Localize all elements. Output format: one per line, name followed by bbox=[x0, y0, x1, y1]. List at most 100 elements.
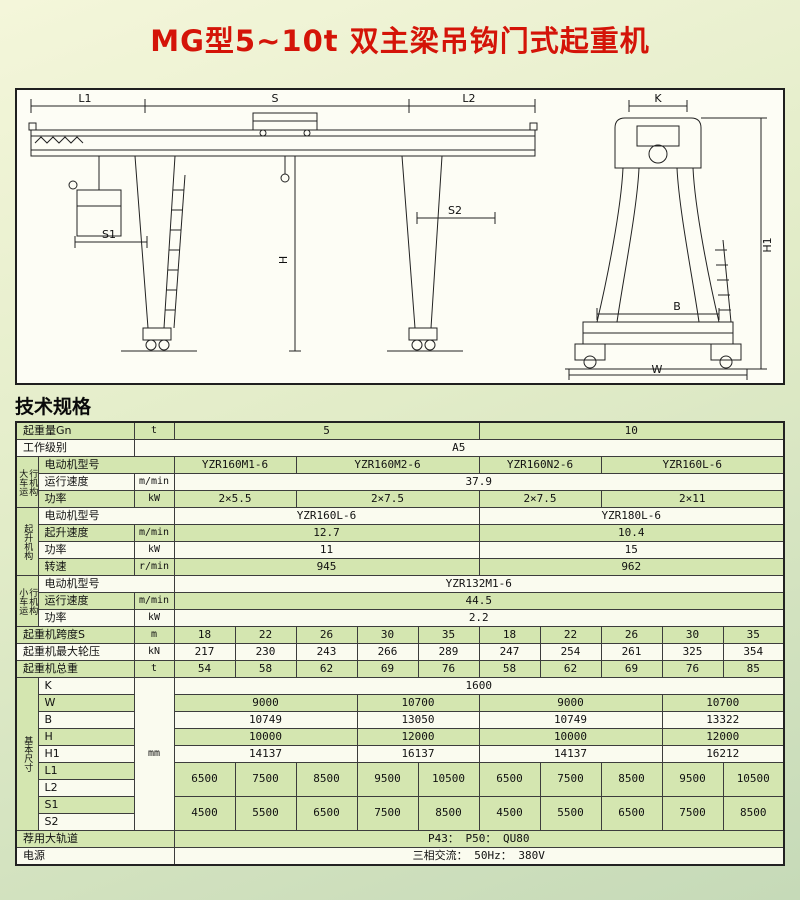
value-cell: 69 bbox=[600, 660, 663, 678]
crane-drawings: L1 S L2 S1 S2 H K B W H1 bbox=[28, 92, 774, 380]
value-cell: 85 bbox=[722, 660, 785, 678]
section-heading: 技术规格 bbox=[15, 396, 92, 418]
value-cell: 18 bbox=[173, 626, 236, 644]
table-row: L2 bbox=[16, 779, 784, 797]
table-row: S2 bbox=[16, 813, 784, 831]
value-cell: 10749 bbox=[478, 711, 663, 729]
value-cell: 2×11 bbox=[600, 490, 785, 508]
dim-label-k: K bbox=[654, 92, 662, 105]
table-row: 电源三相交流： 50Hz： 380V bbox=[15, 847, 785, 866]
unit-label: kN bbox=[133, 643, 175, 661]
value-cell: 10700 bbox=[356, 694, 480, 712]
value-cell: 4500 bbox=[478, 796, 541, 831]
unit-label: kW bbox=[133, 490, 175, 508]
value-cell: 254 bbox=[539, 643, 602, 661]
value-cell: 12.7 bbox=[173, 524, 480, 542]
value-cell: 2.2 bbox=[173, 609, 785, 627]
row-label: 起升速度 bbox=[37, 524, 135, 542]
value-cell: 9500 bbox=[356, 762, 419, 797]
row-label: K bbox=[37, 677, 135, 695]
value-cell: YZR160L-6 bbox=[173, 507, 480, 525]
value-cell: YZR160M1-6 bbox=[173, 456, 297, 474]
value-cell: 5500 bbox=[234, 796, 297, 831]
value-cell: 945 bbox=[173, 558, 480, 576]
row-label: 电动机型号 bbox=[37, 575, 175, 593]
value-cell: 62 bbox=[539, 660, 602, 678]
value-cell: 354 bbox=[722, 643, 785, 661]
value-cell: 58 bbox=[234, 660, 297, 678]
value-cell: 10 bbox=[478, 421, 785, 440]
group-label: 小车运 行机构 bbox=[15, 575, 39, 627]
value-cell: 13322 bbox=[661, 711, 785, 729]
unit-label: r/min bbox=[133, 558, 175, 576]
page-title: MG型5~10t 双主梁吊钩门式起重机 bbox=[150, 24, 650, 58]
group-label: 基本尺寸 bbox=[15, 677, 39, 831]
value-cell: 9000 bbox=[173, 694, 358, 712]
row-label: 起重机总重 bbox=[15, 660, 135, 678]
value-cell: 2×5.5 bbox=[173, 490, 297, 508]
value-cell: 6500 bbox=[295, 796, 358, 831]
value-cell: 1600 bbox=[173, 677, 785, 695]
value-cell: 7500 bbox=[539, 762, 602, 797]
value-cell: YZR160N2-6 bbox=[478, 456, 602, 474]
unit-label: m/min bbox=[133, 592, 175, 610]
value-cell: 6500 bbox=[478, 762, 541, 797]
value-cell: 2×7.5 bbox=[295, 490, 480, 508]
value-cell: 26 bbox=[295, 626, 358, 644]
value-cell: 10700 bbox=[661, 694, 785, 712]
value-cell: 30 bbox=[356, 626, 419, 644]
value-cell: 10500 bbox=[417, 762, 480, 797]
value-cell: 16137 bbox=[356, 745, 480, 763]
technical-drawing-panel: L1 S L2 S1 S2 H K B W H1 bbox=[15, 88, 785, 385]
value-cell: 13050 bbox=[356, 711, 480, 729]
unit-label: mm bbox=[133, 677, 175, 831]
dim-label-w: W bbox=[652, 363, 663, 376]
row-label: S2 bbox=[37, 813, 135, 831]
value-cell: 8500 bbox=[722, 796, 785, 831]
dim-label-s1: S1 bbox=[102, 228, 116, 241]
value-cell: 58 bbox=[478, 660, 541, 678]
row-label: H bbox=[37, 728, 135, 746]
dim-label-h1: H1 bbox=[761, 237, 774, 252]
dim-label-s: S bbox=[272, 92, 279, 105]
value-cell: 289 bbox=[417, 643, 480, 661]
group-label: 起升机构 bbox=[15, 507, 39, 576]
row-label: 功率 bbox=[37, 609, 135, 627]
value-cell: 11 bbox=[173, 541, 480, 559]
value-cell: 7500 bbox=[234, 762, 297, 797]
value-cell: 217 bbox=[173, 643, 236, 661]
row-label: S1 bbox=[37, 796, 135, 814]
dim-label-b: B bbox=[673, 300, 681, 313]
value-cell: 261 bbox=[600, 643, 663, 661]
value-cell: 10500 bbox=[722, 762, 785, 797]
row-label: W bbox=[37, 694, 135, 712]
value-cell: 12000 bbox=[661, 728, 785, 746]
row-label: 运行速度 bbox=[37, 592, 135, 610]
group-label: 大车运 行机构 bbox=[15, 456, 39, 508]
row-label: 工作级别 bbox=[15, 439, 135, 457]
value-cell: 2×7.5 bbox=[478, 490, 602, 508]
row-label: L2 bbox=[37, 779, 135, 797]
value-cell: 5500 bbox=[539, 796, 602, 831]
value-cell: 12000 bbox=[356, 728, 480, 746]
value-cell: 35 bbox=[722, 626, 785, 644]
value-cell: 4500 bbox=[173, 796, 236, 831]
row-label: 功率 bbox=[37, 541, 135, 559]
value-cell: 243 bbox=[295, 643, 358, 661]
value-cell: 26 bbox=[600, 626, 663, 644]
value-cell: 230 bbox=[234, 643, 297, 661]
value-cell: YZR132M1-6 bbox=[173, 575, 785, 593]
value-cell: 35 bbox=[417, 626, 480, 644]
